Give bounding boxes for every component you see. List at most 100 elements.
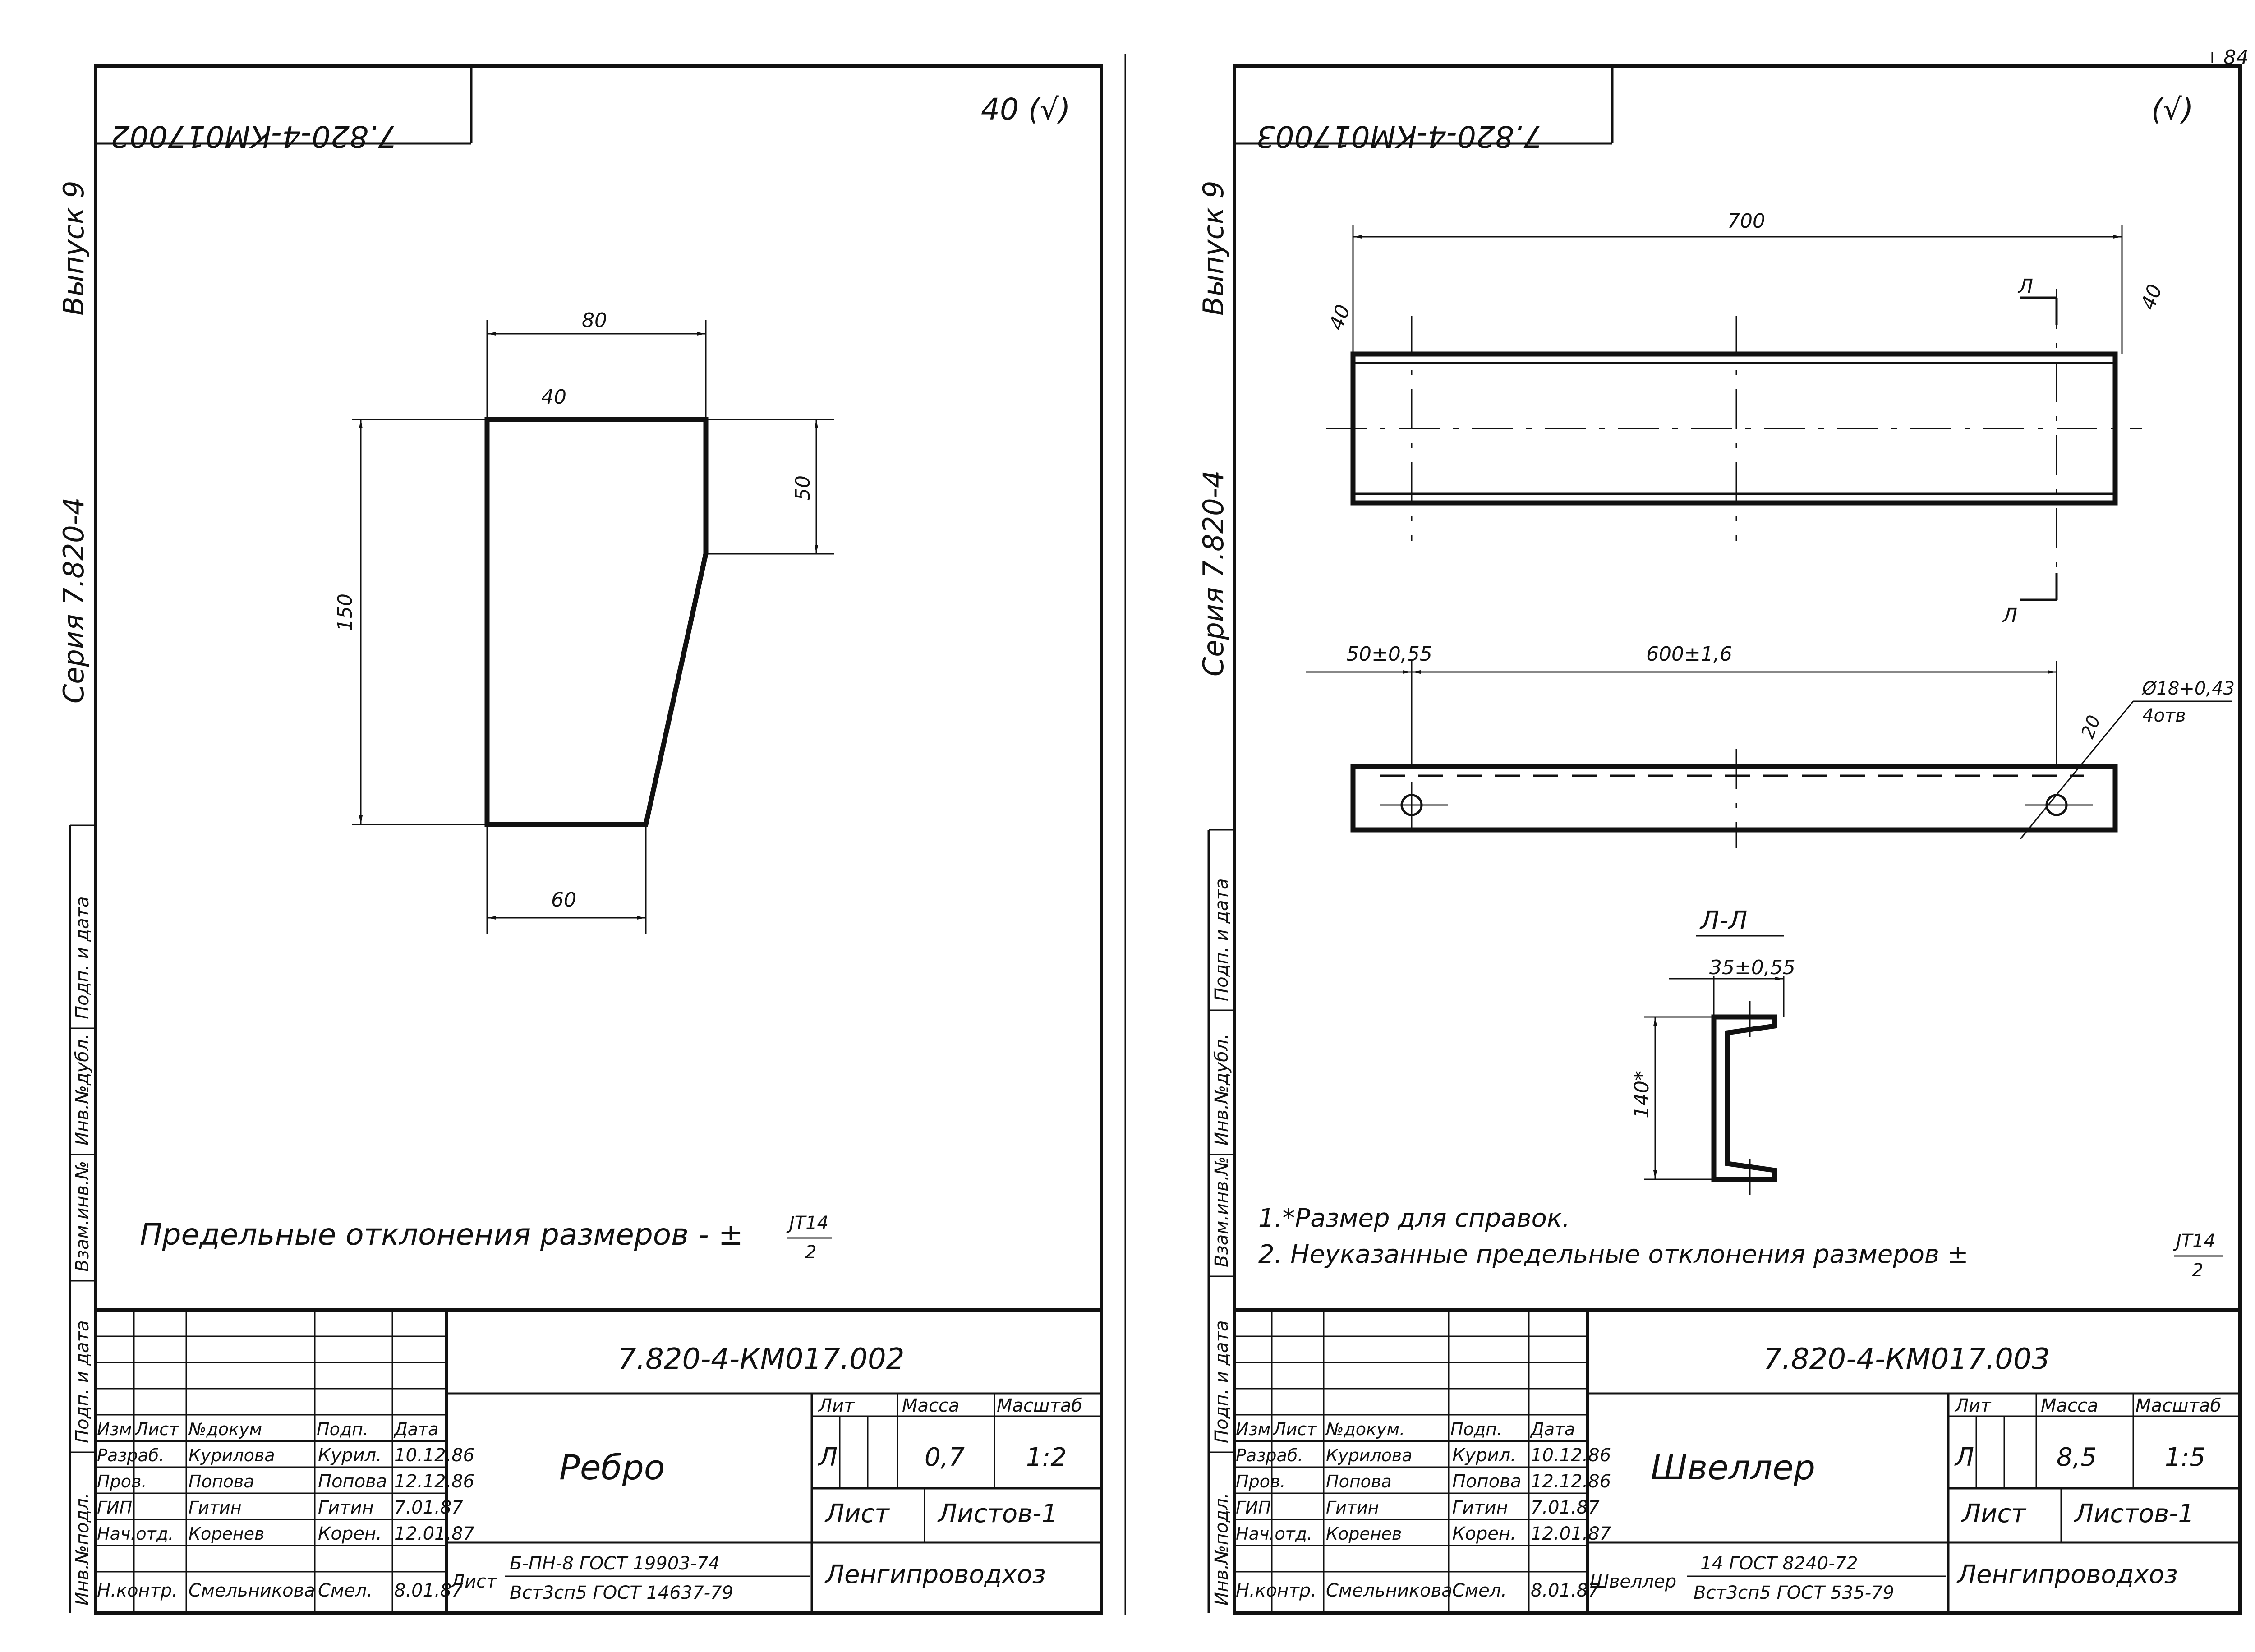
sheet-frame: [1233, 64, 2242, 1615]
channel-front-view: 50±0,55 600±1,6 Ø18+0,43 4отв 20: [1306, 643, 2235, 848]
row-date: 7.01.87: [1531, 1497, 1600, 1518]
dim-rough: 40: [541, 386, 566, 409]
dim-web: 140*: [1630, 1071, 1653, 1118]
row-sig: Гитин: [318, 1497, 374, 1518]
dim-edge: 50±0,55: [1346, 643, 1432, 666]
hdr-date: Дата: [393, 1419, 438, 1439]
stamp-podp-data-2: Подп. и дата: [72, 897, 93, 1019]
drawing-code: 7.820-4-КМ017.002: [618, 1343, 904, 1376]
row-name: Попова: [189, 1472, 254, 1491]
lit-value: Л: [818, 1443, 838, 1472]
organization: Ленгипроводхоз: [824, 1560, 1046, 1589]
side-stamp-column: Инв.№подл. Подп. и дата Взам.инв.№ Инв.№…: [69, 824, 96, 1613]
organization: Ленгипроводхоз: [1956, 1560, 2178, 1589]
hdr-list: Лист: [1272, 1419, 1317, 1439]
tolerance-note: Предельные отклонения размеров - ± JT14 …: [140, 1213, 832, 1263]
rotated-code: 7.820-4-КМ017003: [1256, 119, 1542, 154]
row-name: Коренев: [1326, 1524, 1402, 1544]
scale-label: Масштаб: [2135, 1395, 2221, 1416]
dim-end-right: 40: [2136, 281, 2167, 313]
row-role: ГИП: [97, 1498, 132, 1518]
stamp-inv-dubl: Инв.№дубл.: [72, 1034, 93, 1146]
note-1: 1.*Размер для справок.: [1258, 1204, 1570, 1233]
note-frac-num: JT14: [786, 1213, 828, 1233]
row-role: Н.контр.: [1236, 1580, 1316, 1601]
rib-outline: [484, 417, 709, 827]
mass-label: Масса: [902, 1395, 960, 1416]
material-bottom: Вст3сп5 ГОСТ 14637-79: [510, 1583, 733, 1603]
rotated-code-box: 7.820-4-КМ017002: [96, 66, 473, 154]
section-mark-bottom: Л: [2002, 604, 2017, 627]
row-name: Попова: [1326, 1472, 1392, 1491]
rotated-code-box: 7.820-4-КМ017003: [1234, 66, 1614, 154]
row-date: 8.01.87: [1531, 1580, 1600, 1601]
row-sig: Попова: [318, 1471, 387, 1492]
roughness-mark: 40 (√): [981, 92, 1071, 127]
dim-hole-edge: 20: [2077, 713, 2105, 741]
row-role: Разраб.: [97, 1445, 164, 1465]
material-top: 14 ГОСТ 8240-72: [1700, 1553, 1858, 1574]
row-name: Коренев: [189, 1524, 264, 1544]
dim-flange: 35±0,55: [1709, 956, 1795, 979]
mass-value: 0,7: [925, 1443, 965, 1472]
row-sig: Курил.: [1452, 1445, 1516, 1466]
row-sig: Гитин: [1452, 1497, 1508, 1518]
row-role: Нач.отд.: [97, 1524, 174, 1544]
row-date: 7.01.87: [394, 1497, 463, 1518]
dim-hole-count: 4отв: [2142, 705, 2186, 726]
hdr-izm: Изм: [1236, 1419, 1270, 1439]
lit-label: Лит: [1954, 1395, 1992, 1416]
row-role: Нач.отд.: [1236, 1524, 1312, 1544]
sheet-label: Лист: [824, 1499, 890, 1528]
dim-hole-dia: Ø18+0,43: [2141, 678, 2235, 699]
row-date: 8.01.87: [394, 1580, 463, 1601]
section-view: Л-Л 35±0,55 140*: [1630, 906, 1795, 1195]
row-role: ГИП: [1236, 1498, 1271, 1518]
dim-height: 150: [334, 594, 357, 631]
stamp-podp-data-2: Подп. и дата: [1211, 879, 1232, 1001]
dim-bottom: 60: [551, 888, 576, 911]
row-role: Н.контр.: [97, 1580, 178, 1601]
row-name: Гитин: [1326, 1498, 1379, 1518]
sheet-left: 7.820-4-КМ017002 40 (√) Серия 7.820-4 Вы…: [57, 54, 1126, 1615]
part-title: Ребро: [559, 1447, 665, 1487]
lit-label: Лит: [818, 1395, 855, 1416]
scale-label: Масштаб: [997, 1395, 1082, 1416]
row-name: Курилова: [189, 1445, 275, 1465]
side-issue: Выпуск 9: [1197, 181, 1230, 316]
channel-top-view: 700 40 40 Л Л: [1325, 210, 2167, 627]
lit-value: Л: [1954, 1443, 1974, 1472]
section-title: Л-Л: [1699, 906, 1747, 935]
row-role: Разраб.: [1236, 1445, 1303, 1465]
sheets-label: Листов-1: [2074, 1499, 2194, 1528]
row-date: 10.12.86: [1531, 1445, 1611, 1466]
stamp-podp-data-1: Подп. и дата: [72, 1321, 93, 1443]
stamp-inv-podl: Инв.№подл.: [1211, 1492, 1232, 1606]
sheets-label: Листов-1: [937, 1499, 1058, 1528]
scale-value: 1:5: [2165, 1443, 2205, 1472]
row-name: Курилова: [1326, 1445, 1413, 1465]
row-sig: Смел.: [318, 1580, 373, 1601]
title-block: Изм Лист №докум Подп. Дата Разраб. Курил…: [96, 1308, 1101, 1613]
row-name: Смельникова: [1326, 1580, 1453, 1601]
rotated-code: 7.820-4-КМ017002: [111, 119, 397, 154]
stamp-vzam-inv: Взам.инв.№: [72, 1161, 93, 1272]
stamp-inv-podl: Инв.№подл.: [72, 1492, 93, 1606]
side-series: Серия 7.820-4: [57, 497, 90, 704]
row-sig: Попова: [1452, 1471, 1521, 1492]
row-name: Смельникова: [189, 1580, 315, 1601]
notes: 1.*Размер для справок. 2. Неуказанные пр…: [1258, 1204, 2223, 1281]
hdr-list: Лист: [134, 1419, 179, 1439]
row-sig: Корен.: [318, 1523, 382, 1544]
section-mark-top: Л: [2017, 275, 2033, 298]
row-role: Пров.: [1236, 1472, 1285, 1491]
scale-value: 1:2: [1026, 1443, 1067, 1472]
drawing-code: 7.820-4-КМ017.003: [1763, 1343, 2050, 1376]
row-sig: Смел.: [1452, 1580, 1507, 1601]
stamp-vzam-inv: Взам.инв.№: [1211, 1156, 1232, 1267]
side-series: Серия 7.820-4: [1197, 470, 1230, 676]
hdr-doc: №докум.: [1325, 1419, 1405, 1439]
part-title: Швеллер: [1651, 1447, 1815, 1487]
note-frac-num: JT14: [2173, 1231, 2215, 1252]
